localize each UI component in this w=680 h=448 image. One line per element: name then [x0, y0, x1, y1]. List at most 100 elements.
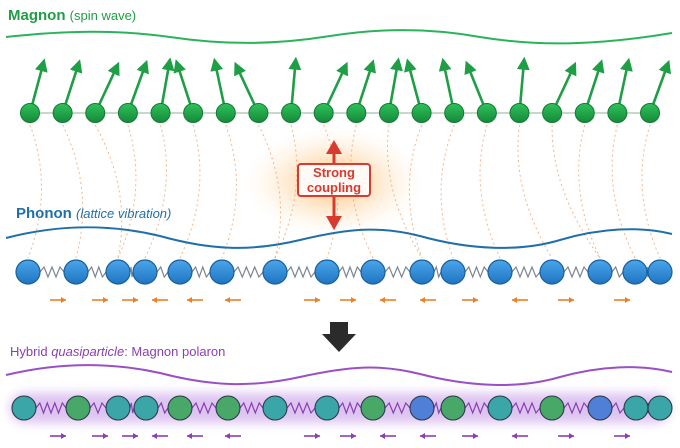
hybrid-atom	[133, 395, 159, 421]
dotted-coupling-line	[144, 124, 167, 259]
spin-site	[85, 103, 106, 123]
displacement-arrow-head	[351, 433, 356, 439]
displacement-arrow-head	[152, 297, 157, 303]
lattice-atom	[360, 259, 386, 285]
spring	[156, 265, 169, 279]
hybrid-atom	[409, 395, 435, 421]
displacement-arrow-head	[315, 297, 320, 303]
spring	[563, 265, 589, 279]
hybrid-title: Hybrid quasiparticle: Magnon polaron	[10, 344, 225, 359]
displacement-arrow-head	[103, 297, 108, 303]
lattice-atom	[622, 259, 648, 285]
strong-coupling-label: Strong coupling	[297, 163, 371, 197]
transition-arrow	[322, 322, 356, 352]
hybrid-atom	[360, 395, 386, 421]
displacement-arrow-head	[315, 433, 320, 439]
magnon-subtitle: (spin wave)	[69, 8, 137, 23]
hybrid-atom	[647, 395, 673, 421]
hybrid-displacement-arrows	[50, 433, 630, 439]
spin-site	[476, 103, 497, 123]
spring	[129, 266, 134, 278]
displacement-arrow-head	[103, 433, 108, 439]
spin-site	[313, 103, 334, 123]
displacement-arrow-head	[473, 297, 478, 303]
hybrid-prefix: Hybrid	[10, 344, 52, 359]
spring	[39, 265, 65, 279]
displacement-arrow-head	[473, 433, 478, 439]
displacement-arrow-head	[133, 297, 138, 303]
hybrid-atom	[440, 395, 466, 421]
displacement-arrow-head	[569, 297, 574, 303]
spring	[239, 401, 264, 415]
displacement-arrow-head	[625, 433, 630, 439]
lattice-atom	[587, 259, 613, 285]
hybrid-chain	[11, 395, 673, 421]
spring	[433, 401, 442, 415]
displacement-arrow-head	[380, 433, 385, 439]
displacement-arrow-head	[625, 297, 630, 303]
displacement-arrow-head	[380, 297, 385, 303]
lattice-atom	[209, 259, 235, 285]
lattice-atom	[262, 259, 288, 285]
spin-site	[509, 103, 530, 123]
lattice-atom	[440, 259, 466, 285]
phonon-wave	[5, 226, 673, 249]
lattice-atom	[539, 259, 565, 285]
lattice-atom	[409, 259, 435, 285]
phonon-title: Phonon (lattice vibration)	[16, 205, 171, 222]
spin-site	[52, 103, 73, 123]
displacement-arrow-head	[61, 433, 66, 439]
spin-site	[215, 103, 236, 123]
dotted-coupling-line	[479, 124, 501, 259]
lattice-atom	[314, 259, 340, 285]
dotted-coupling-line	[221, 124, 237, 259]
dotted-coupling-line	[641, 124, 661, 259]
spring	[233, 265, 264, 279]
displacement-arrow-head	[569, 433, 574, 439]
spring	[87, 265, 107, 279]
hybrid-atom	[65, 395, 91, 421]
hybrid-atom	[11, 395, 37, 421]
displacement-arrow-head	[420, 433, 425, 439]
spring	[611, 265, 624, 279]
spin-site	[281, 103, 302, 123]
magnon-title: Magnon (spin wave)	[8, 7, 136, 24]
coupling-line-1: Strong	[313, 165, 355, 180]
spring	[338, 265, 362, 279]
hybrid-atom	[215, 395, 241, 421]
displacement-arrow-head	[225, 297, 230, 303]
phonon-displacement-arrows	[50, 297, 630, 303]
hybrid-atom	[587, 395, 613, 421]
hybrid-atom	[105, 395, 131, 421]
hybrid-atom	[487, 395, 513, 421]
spring	[611, 401, 625, 415]
dotted-coupling-line	[94, 124, 123, 259]
displacement-arrow-head	[512, 297, 517, 303]
spring	[338, 401, 362, 415]
hybrid-atom	[539, 395, 565, 421]
spring	[464, 265, 489, 279]
displacement-arrow-head	[351, 297, 356, 303]
lattice-atom	[167, 259, 193, 285]
displacement-arrow-head	[61, 297, 66, 303]
dotted-coupling-line	[517, 124, 553, 259]
hybrid-atom	[314, 395, 340, 421]
dotted-coupling-line	[611, 124, 636, 259]
spring	[464, 401, 489, 415]
hybrid-atom	[623, 395, 649, 421]
spin-site	[183, 103, 204, 123]
spring	[191, 401, 217, 415]
spin-site	[20, 103, 40, 123]
magnon-wave	[5, 29, 673, 45]
lattice-atom	[487, 259, 513, 285]
magnon-title-text: Magnon	[8, 7, 66, 24]
spin-site	[411, 103, 432, 123]
dotted-coupling-line	[27, 124, 42, 259]
spring	[191, 265, 211, 279]
displacement-arrow-head	[152, 433, 157, 439]
phonon-title-text: Phonon	[16, 205, 72, 222]
spring	[384, 401, 411, 415]
phonon-subtitle: (lattice vibration)	[76, 206, 172, 221]
dotted-coupling-line	[387, 124, 423, 259]
